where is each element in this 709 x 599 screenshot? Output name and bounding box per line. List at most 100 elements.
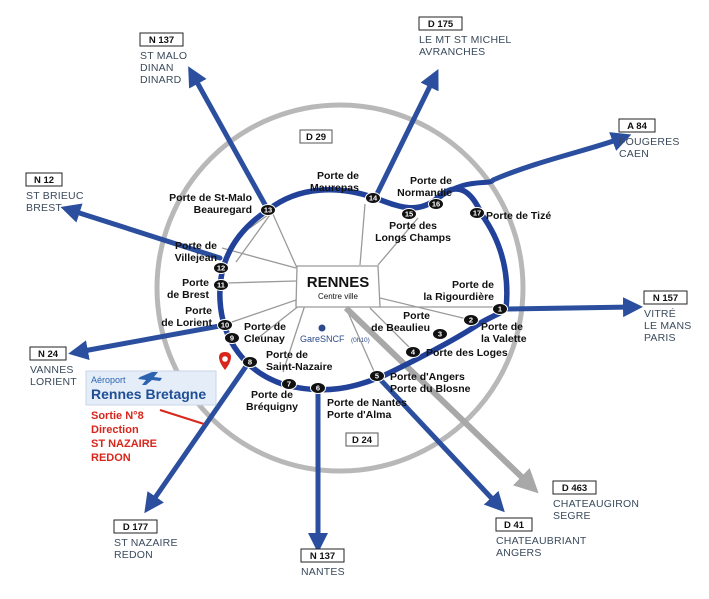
exit-name: Longs Champs [375,232,451,244]
exit-name: Villejean [175,252,217,264]
exit-number: 16 [432,200,440,209]
exit-name: de Beaulieu [371,322,430,334]
station-marker [318,324,326,332]
exit-name: de Brest [167,289,210,301]
exit-name: Porte de St-Malo [169,192,252,204]
road-code: N 137 [310,551,335,562]
exit-badge [492,303,508,315]
exit-name: Porte de Nantes [327,397,407,409]
exit-name: Porte des [389,220,437,232]
exit-number: 6 [316,384,320,393]
exit-name: Porte de [410,175,452,187]
destination-label: SEGRE [553,510,591,522]
road-code-box [25,172,63,187]
arrow-d175 [372,69,439,201]
arrow-n12 [60,203,223,261]
destination-label: ST NAZAIRE [114,537,178,549]
road-code: N 137 [149,35,174,46]
city-subtitle: Centre ville [318,292,359,301]
airport-pin-icon [219,352,231,370]
exit-name: Porte de [317,170,359,182]
exit-name: Porte des Loges [426,347,508,359]
destination-label: CAEN [619,148,649,160]
exit-badge [401,208,417,220]
road-code-box [495,517,533,532]
exit-name: Beauregard [194,204,252,216]
destination-label: VANNES [30,364,74,376]
city-name: RENNES [307,274,370,291]
arrow-n157 [503,297,643,318]
exit-badge [432,328,448,340]
destination-label: BREST [26,202,62,214]
exit-name: Porte de Tizé [486,210,551,222]
exit-name: Porte [403,310,430,322]
exit-number: 5 [375,372,379,381]
airport-small-label: Aéroport [91,375,126,385]
note-line-2: Direction [91,424,139,436]
note-line-1: Sortie N°8 [91,410,144,422]
exit-name: Porte de [452,279,494,291]
road-code-box [113,519,158,534]
exit-badge [242,356,258,368]
exit-number: 2 [469,316,473,325]
ring-label-north: D 29 [299,129,333,144]
arrow-d177 [144,359,252,514]
exit-badge [217,319,233,331]
exit-badge [213,262,229,274]
station-name: GareSNCF [300,334,345,344]
exit-badge [463,314,479,326]
arrow-a84 [490,132,632,183]
destination-label: LE MT ST MICHEL [419,34,511,46]
exit-badge [224,332,240,344]
exit-number: 1 [498,305,502,314]
road-code-box [29,346,67,361]
exit-badge [469,207,485,219]
road-code-box [300,548,345,563]
exit-note: Sortie N°8 Direction ST NAZAIRE REDON [91,410,157,464]
destination-label: CHATEAUBRIANT [496,535,587,547]
airplane-icon [138,372,162,385]
road-code: D 177 [123,522,148,533]
road-code-box [618,118,656,133]
road-code: D 175 [428,19,454,30]
destination-label: DINARD [140,74,182,86]
note-line-4: REDON [91,452,131,464]
road-code: N 157 [653,293,678,304]
exit-name: Cleunay [244,333,285,345]
exit-badge [260,204,276,216]
exit-name: Bréquigny [246,401,298,413]
station-label: GareSNCF (0h10) [300,329,370,346]
exit-number: 14 [369,194,378,203]
exit-number: 15 [405,210,413,219]
exit-name: Maurepas [310,182,359,194]
arrow-n24 [68,322,228,361]
destination-label: ANGERS [496,547,542,559]
exit-name: Porte de [266,349,308,361]
exit-number: 4 [411,348,416,357]
exit-name: Porte de [175,240,217,252]
station-time: (0h10) [351,337,370,344]
destination-label: ST MALO [140,50,187,62]
exit-badge [405,346,421,358]
road-code-box [418,16,463,31]
destination-label: FOUGERES [619,136,680,148]
road-code-box [139,32,184,47]
exit-number: 17 [473,209,481,218]
exit-name: Normandie [397,187,452,199]
exit-name: la Valette [481,333,527,345]
destination-label: LORIENT [30,376,77,388]
